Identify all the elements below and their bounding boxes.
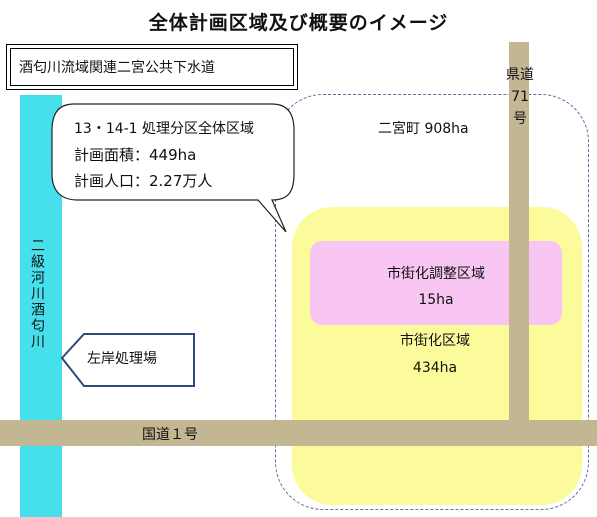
callout-line-2: 計画面積：449ha (74, 146, 197, 164)
adjustment-zone-area-value: 15ha (418, 292, 454, 308)
adjustment-zone-name: 市街化調整区域 (387, 266, 485, 282)
town-area-outline (275, 94, 589, 510)
project-name-frame (6, 44, 298, 90)
callout-line-3: 計画人口：2.27万人 (74, 172, 213, 190)
treatment-plant-shape (60, 333, 195, 387)
page-title: 全体計画区域及び概要のイメージ (148, 12, 449, 34)
river-label: 二級河川酒匂川 (29, 238, 45, 350)
prefectural-road-label: 県道 71 号 (495, 64, 545, 130)
town-area-label: 二宮町 908ha (378, 121, 469, 137)
prefectural-road-label-line1: 県道 (506, 67, 534, 83)
callout-bubble (51, 103, 295, 233)
prefectural-road-label-line2: 71 (511, 89, 529, 105)
prefectural-road (509, 42, 529, 424)
callout-line-1: 13・14-1 処理分区全体区域 (74, 121, 255, 137)
project-name: 酒匂川流域関連二宮公共下水道 (10, 48, 294, 86)
national-road (0, 420, 597, 446)
urbanization-zone-area-value: 434ha (412, 360, 458, 376)
treatment-plant-label: 左岸処理場 (87, 351, 157, 367)
prefectural-road-label-line3: 号 (513, 111, 527, 127)
urbanization-zone-name: 市街化区域 (400, 333, 470, 349)
national-road-label: 国道１号 (142, 427, 198, 443)
